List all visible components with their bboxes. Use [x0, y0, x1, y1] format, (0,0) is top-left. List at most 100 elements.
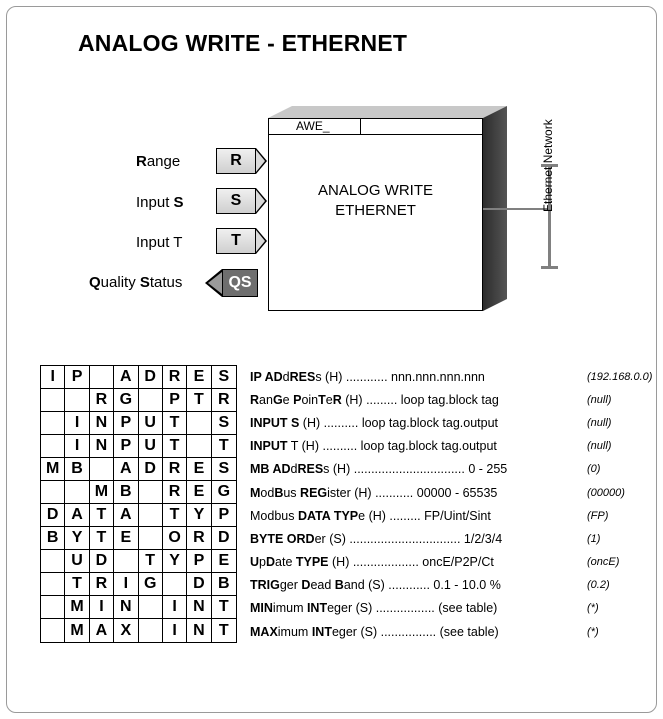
- grid-cell: B: [41, 527, 66, 550]
- input-label-t: Input T: [136, 234, 183, 251]
- grid-cell: R: [89, 389, 115, 412]
- grid-cell: R: [211, 389, 236, 412]
- grid-cell: [65, 481, 90, 504]
- grid-cell: R: [89, 573, 115, 596]
- grid-cell: D: [89, 550, 115, 573]
- grid-cell: T: [162, 504, 188, 527]
- grid-cell: N: [89, 435, 115, 458]
- grid-cell: U: [138, 412, 163, 435]
- parameter-row: IP ADdRESs (H) ............ nnn.nnn.nnn.…: [250, 365, 660, 388]
- grid-cell: R: [187, 527, 212, 550]
- grid-cell: R: [162, 481, 188, 504]
- parameter-description: TRIGger Dead Band (S) ............ 0.1 -…: [250, 578, 501, 593]
- grid-cell: [89, 366, 115, 389]
- parameter-row: TRIGger Dead Band (S) ............ 0.1 -…: [250, 574, 660, 597]
- grid-cell: D: [138, 458, 163, 481]
- grid-cell: M: [65, 596, 90, 619]
- parameter-default: (0.2): [587, 579, 610, 592]
- qs-arrow-fill: [208, 272, 222, 294]
- grid-cell: E: [114, 527, 139, 550]
- pin-qs: QS: [222, 269, 258, 297]
- grid-cell: D: [211, 527, 236, 550]
- grid-cell: I: [114, 573, 139, 596]
- page-title: ANALOG WRITE - ETHERNET: [78, 30, 408, 56]
- grid-cell: P: [162, 389, 188, 412]
- grid-cell: T: [162, 412, 188, 435]
- grid-cell: N: [114, 596, 139, 619]
- grid-cell: P: [65, 366, 90, 389]
- input-label-range: Range: [136, 153, 181, 170]
- parameter-default: (1): [587, 532, 601, 545]
- grid-cell: E: [187, 366, 212, 389]
- grid-cell: I: [41, 366, 66, 389]
- grid-cell: T: [162, 435, 188, 458]
- grid-cell: T: [138, 550, 163, 573]
- block-description: ANALOG WRITE ETHERNET: [268, 181, 483, 221]
- pin-r: R: [216, 148, 267, 174]
- parameter-row: BYTE ORDer (S) .........................…: [250, 527, 660, 550]
- grid-cell: N: [187, 619, 212, 642]
- grid-cell: [41, 573, 66, 596]
- parameter-default: (null): [587, 393, 612, 406]
- parameter-default: (null): [587, 440, 612, 453]
- grid-cell: Y: [162, 550, 188, 573]
- grid-cell: X: [114, 619, 139, 642]
- parameter-row: UpDate TYPE (H) ................... oncE…: [250, 551, 660, 574]
- grid-cell: A: [114, 366, 139, 389]
- grid-cell: [114, 550, 139, 573]
- parameter-description: MAXimum INTeger (S) ................ (se…: [250, 624, 499, 639]
- parameter-description: INPUT S (H) .......... loop tag.block ta…: [250, 415, 499, 430]
- parameter-row: INPUT T (H) .......... loop tag.block ta…: [250, 435, 660, 458]
- grid-cell: B: [65, 458, 90, 481]
- grid-cell: D: [187, 573, 212, 596]
- parameter-default: (192.168.0.0): [587, 370, 653, 383]
- grid-cell: E: [187, 481, 212, 504]
- grid-cell: P: [114, 435, 139, 458]
- parameter-row: MINimum INTeger (S) ................. (s…: [250, 597, 660, 620]
- block-name-divider-vertical: [360, 118, 361, 134]
- grid-cell: M: [41, 458, 66, 481]
- grid-cell: D: [41, 504, 66, 527]
- pin-s: S: [216, 188, 267, 214]
- grid-cell: A: [114, 458, 139, 481]
- block-name: AWE_: [296, 119, 330, 133]
- grid-cell: Y: [187, 504, 212, 527]
- grid-cell: T: [211, 596, 236, 619]
- pin-t: T: [216, 228, 267, 254]
- parameter-description: ModBus REGister (H) ........... 00000 - …: [250, 485, 498, 500]
- parameter-default: (null): [587, 416, 612, 429]
- grid-cell: [41, 481, 66, 504]
- parameter-description: UpDate TYPE (H) ................... oncE…: [250, 555, 494, 570]
- grid-cell: B: [211, 573, 236, 596]
- parameter-default: (*): [587, 602, 599, 615]
- block-name-divider: [268, 134, 483, 135]
- grid-cell: [138, 596, 163, 619]
- block-line-2: ETHERNET: [335, 202, 416, 219]
- grid-cell: [138, 389, 163, 412]
- grid-cell: [41, 550, 66, 573]
- diagram-frame: [6, 6, 657, 713]
- grid-cell: I: [65, 435, 90, 458]
- grid-cell: [41, 389, 66, 412]
- grid-cell: I: [162, 596, 188, 619]
- parameter-description: RanGe PoinTeR (H) ......... loop tag.blo…: [250, 392, 499, 407]
- output-label-quality-status: Quality Status: [89, 274, 183, 291]
- grid-cell: S: [211, 412, 236, 435]
- parameter-row: RanGe PoinTeR (H) ......... loop tag.blo…: [250, 388, 660, 411]
- grid-cell: [187, 412, 212, 435]
- grid-cell: D: [138, 366, 163, 389]
- grid-cell: I: [89, 596, 115, 619]
- grid-cell: T: [89, 504, 115, 527]
- network-label: Ethernet Network: [541, 119, 555, 212]
- parameter-description: INPUT T (H) .......... loop tag.block ta…: [250, 439, 497, 454]
- parameter-row: MAXimum INTeger (S) ................ (se…: [250, 620, 660, 643]
- parameter-list: IP ADdRESs (H) ............ nnn.nnn.nnn.…: [250, 365, 660, 643]
- parameter-description: IP ADdRESs (H) ............ nnn.nnn.nnn.…: [250, 369, 485, 384]
- network-bus: [548, 164, 551, 268]
- block-top-face: [268, 106, 507, 118]
- grid-cell: M: [89, 481, 115, 504]
- parameter-default: (00000): [587, 486, 625, 499]
- grid-cell: [162, 573, 188, 596]
- network-bus-bottom: [541, 266, 558, 269]
